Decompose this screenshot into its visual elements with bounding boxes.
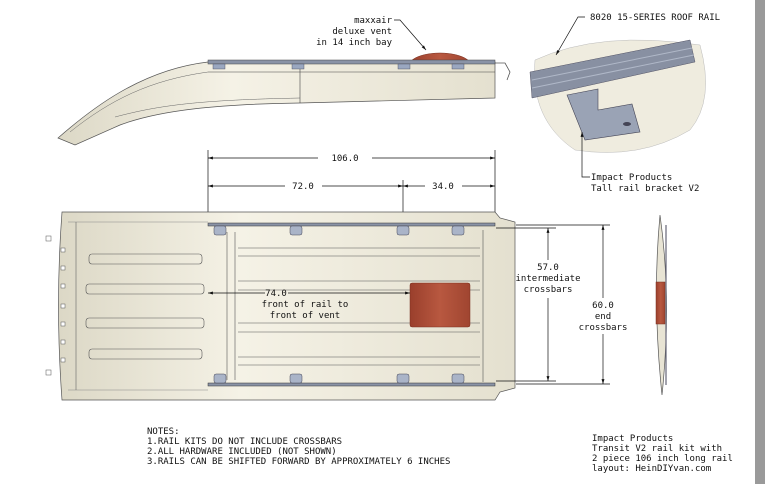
notes: NOTES: 1.RAIL KITS DO NOT INCLUDE CROSSB…: [147, 427, 450, 467]
end-view: [655, 214, 667, 396]
note-item: 3.RAILS CAN BE SHIFTED FORWARD BY APPROX…: [147, 457, 450, 467]
title-line: Transit V2 rail kit with: [592, 444, 722, 454]
bracket-detail: [566, 88, 641, 141]
rail-right: [207, 382, 496, 387]
dim-57-label: intermediate: [515, 274, 580, 284]
vent-top-shape: [409, 282, 471, 328]
title-block: Impact Products Transit V2 rail kit with…: [592, 434, 733, 474]
rail-brackets: [213, 225, 465, 384]
detail-view: [529, 16, 706, 178]
dim-74-label: front of rail to: [262, 300, 349, 310]
side-view: maxxair deluxe vent in 14 inch bay: [57, 16, 511, 146]
width-dimensions: [496, 224, 610, 385]
roof-rail-detail: [529, 39, 696, 99]
dim-34: 34.0: [432, 182, 454, 192]
vent-label-line: in 14 inch bay: [316, 38, 392, 48]
bracket-label: Impact Products: [591, 173, 672, 183]
bracket-label: Tall rail bracket V2: [591, 184, 699, 194]
vertical-scrollbar[interactable]: [755, 0, 765, 484]
title-line: 2 piece 106 inch long rail: [592, 454, 733, 464]
rail-left: [207, 222, 496, 227]
dim-60: 60.0: [592, 301, 614, 311]
dim-72: 72.0: [292, 182, 314, 192]
top-view: [45, 211, 516, 401]
dim-57: 57.0: [537, 263, 559, 273]
dim-57-label: crossbars: [524, 285, 573, 295]
notes-title: NOTES:: [147, 427, 180, 437]
rail-side-shape: [207, 59, 496, 65]
dim-74: 74.0: [265, 289, 287, 299]
title-line: layout: HeinDIYvan.com: [592, 464, 711, 474]
vent-label-line: deluxe vent: [332, 27, 392, 37]
note-item: 2.ALL HARDWARE INCLUDED (NOT SHOWN): [147, 447, 337, 457]
note-item: 1.RAIL KITS DO NOT INCLUDE CROSSBARS: [147, 437, 342, 447]
title-line: Impact Products: [592, 434, 673, 444]
dim-60-label: end: [595, 312, 611, 322]
vent-label-line: maxxair: [354, 16, 393, 26]
dim-106: 106.0: [331, 154, 358, 164]
vent-leader: [394, 19, 427, 51]
dim-74-label: front of vent: [270, 311, 340, 321]
rail-label: 8020 15-SERIES ROOF RAIL: [590, 13, 720, 23]
dim-60-label: crossbars: [579, 323, 628, 333]
